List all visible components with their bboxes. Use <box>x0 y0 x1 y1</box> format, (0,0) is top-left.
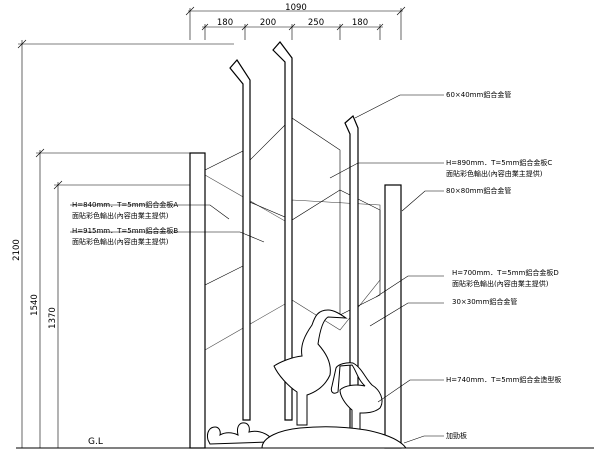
note-panel-a-line2: 面貼彩色輸出(內容由業主提供) <box>72 211 169 220</box>
post-3 <box>272 41 293 421</box>
leaders <box>70 94 444 444</box>
note-stiffener: 加勁板 <box>446 431 467 440</box>
post-left <box>189 152 206 449</box>
heron-figure <box>273 309 348 426</box>
note-panel-b-line1: H=915mm．T=5mm鋁合金板B <box>72 226 178 235</box>
leader-30x30 <box>369 302 444 327</box>
note-tube-30x30: 30×30mm鋁合金管 <box>452 297 517 306</box>
notes: 60×40mm鋁合金管 H=890mm．T=5mm鋁合金板C 面貼彩色輸出(內容… <box>72 90 561 440</box>
note-tube-80x80: 80×80mm鋁合金管 <box>446 186 511 195</box>
leader-60x40 <box>354 94 444 119</box>
ground-label: G.L <box>88 437 103 447</box>
leader-panel-b <box>70 231 265 243</box>
post-4 <box>344 114 359 431</box>
leader-80x80 <box>401 190 444 212</box>
figures <box>207 309 408 449</box>
ground: G.L <box>16 437 594 449</box>
height-2100-label: 2100 <box>12 239 22 261</box>
note-panel-d-line1: H=700mm．T=5mm鋁合金板D <box>452 268 559 277</box>
segment-3-label: 250 <box>308 18 324 28</box>
note-panel-c-line2: 面貼彩色輸出(內容由業主提供) <box>446 169 543 178</box>
note-panel-a-line1: H=840mm．T=5mm鋁合金板A <box>72 200 178 209</box>
panel-e <box>339 189 381 316</box>
overall-width-label: 1090 <box>285 3 307 13</box>
leader-panel-a <box>70 204 230 220</box>
segment-1-label: 180 <box>217 18 233 28</box>
note-panel-b-line2: 面貼彩色輸出(內容由業主提供) <box>72 237 169 246</box>
spoonbill-figure <box>330 362 383 431</box>
top-dimension: 1090 180 200 250 180 <box>185 3 406 40</box>
note-panel-d-line2: 面貼彩色輸出(內容由業主提供) <box>452 279 549 288</box>
note-tube-60x40: 60×40mm鋁合金管 <box>446 90 511 99</box>
segment-4-label: 180 <box>352 18 368 28</box>
leader-panel-d <box>375 275 444 298</box>
segment-2-label: 200 <box>260 18 276 28</box>
note-shaped-plate: H=740mm．T=5mm鋁合金造型板 <box>446 375 561 384</box>
panel-a <box>204 149 246 286</box>
ducks-figure <box>207 422 271 445</box>
panel-d <box>291 199 381 331</box>
height-1540-label: 1540 <box>30 294 40 316</box>
note-panel-c-line1: H=890mm．T=5mm鋁合金板C <box>446 158 552 167</box>
leader-stiffener <box>403 435 444 444</box>
leader-shaped-plate <box>377 379 444 403</box>
post-right <box>384 184 402 449</box>
height-dimensions: 2100 1540 1370 <box>12 39 234 448</box>
rock-base <box>261 426 408 449</box>
leader-panel-c <box>329 162 444 179</box>
post-2 <box>229 59 251 421</box>
height-1370-label: 1370 <box>48 307 58 329</box>
